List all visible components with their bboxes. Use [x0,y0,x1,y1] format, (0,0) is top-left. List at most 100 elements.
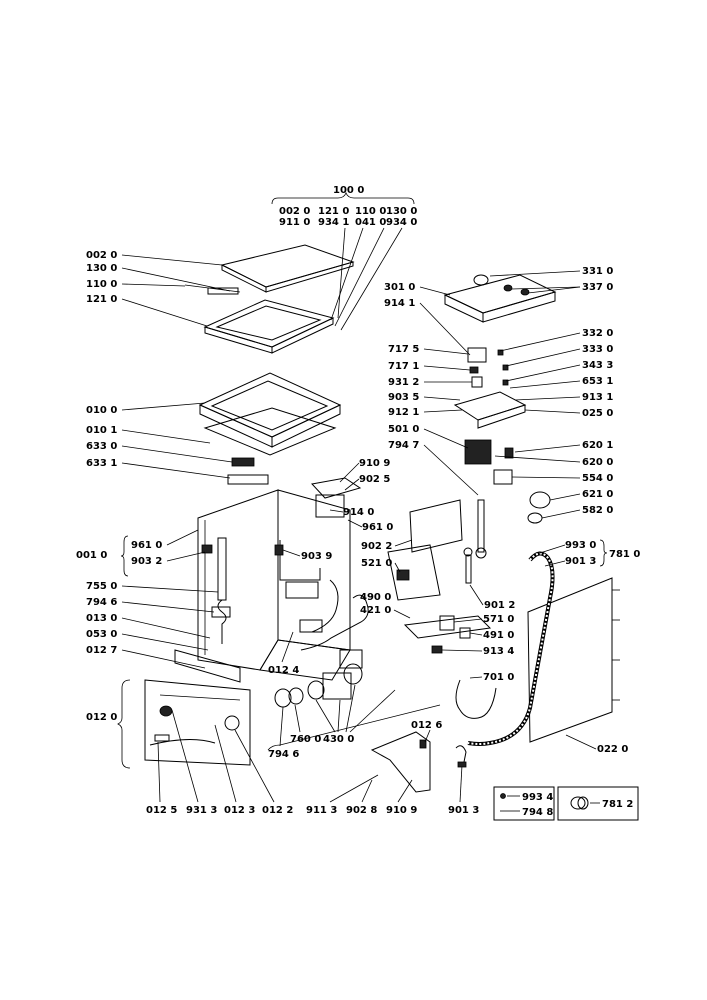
group-part-9341: 934 1 [318,217,349,228]
label-9313: 931 3 [186,805,217,816]
label-9934: 993 4 [522,792,553,803]
kick-panel [174,649,241,683]
label-0220: 022 0 [597,744,628,755]
label-0122: 012 2 [262,805,293,816]
label-5820: 582 0 [582,505,613,516]
label-0127: 012 7 [86,645,117,656]
label-3310: 331 0 [582,266,613,277]
mount-bracket-top [311,477,362,499]
drain-pump [274,649,363,708]
group-part-0410: 041 0 [355,217,386,228]
cabinet-body [197,489,279,671]
hose-clip-box [557,786,639,821]
plinth-assembly [144,679,251,766]
group-label-1000: 100 0 [333,185,364,196]
label-5540: 554 0 [582,473,613,484]
label-7812: 781 2 [602,799,633,810]
label-7947: 794 7 [388,440,419,451]
label-9930: 993 0 [565,540,596,551]
electrode-rod [463,499,487,584]
label-6201: 620 1 [582,440,613,451]
label-1300: 130 0 [86,263,117,274]
side-panel [527,577,613,743]
group-brace [271,191,415,205]
label-9109b: 910 9 [386,805,417,816]
label-9012: 901 2 [484,600,515,611]
small-parts-box [493,786,555,821]
control-components [453,347,551,524]
bottom-mount-bracket [370,731,431,793]
label-6200: 620 0 [582,457,613,468]
group-part-0020: 002 0 [279,206,310,217]
group-part-1300: 130 0 [386,206,417,217]
label-3433: 343 3 [582,360,613,371]
label-0124: 012 4 [268,665,299,676]
group-part-9110: 911 0 [279,217,310,228]
label-5010: 501 0 [388,424,419,435]
label-0120: 012 0 [86,712,117,723]
label-4910: 491 0 [483,630,514,641]
label-9121: 912 1 [388,407,419,418]
label-9035: 903 5 [388,392,419,403]
label-7175: 717 5 [388,344,419,355]
label-6330: 633 0 [86,441,117,452]
label-1100: 110 0 [86,279,117,290]
inlet-valve-cover [409,499,463,553]
label-9140: 914 0 [343,507,374,518]
label-9025: 902 5 [359,474,390,485]
label-4900: 490 0 [360,592,391,603]
label-9028: 902 8 [346,805,377,816]
heater-bracket [403,615,492,654]
label-3010: 301 0 [384,282,415,293]
label-9032: 903 2 [131,556,162,567]
label-9022: 902 2 [361,541,392,552]
label-5210: 521 0 [361,558,392,569]
label-1210: 121 0 [86,294,117,305]
label-9039: 903 9 [301,551,332,562]
group-part-1210: 121 0 [318,206,349,217]
label-0530: 053 0 [86,629,117,640]
label-0100: 010 0 [86,405,117,416]
label-7948: 794 8 [522,807,553,818]
label-7946b: 794 6 [268,749,299,760]
label-0020: 002 0 [86,250,117,261]
label-0123: 012 3 [224,805,255,816]
label-7010: 701 0 [483,672,514,683]
tub-upper [198,372,342,438]
label-7946a: 794 6 [86,597,117,608]
label-9109a: 910 9 [359,458,390,469]
label-9312: 931 2 [388,377,419,388]
label-5710: 571 0 [483,614,514,625]
label-6210: 621 0 [582,489,613,500]
label-9610a: 961 0 [131,540,162,551]
label-4210: 421 0 [360,605,391,616]
label-9131: 913 1 [582,392,613,403]
group-part-1100: 110 0 [355,206,386,217]
label-9141: 914 1 [384,298,415,309]
label-0010: 001 0 [76,550,107,561]
label-0125: 012 5 [146,805,177,816]
group-part-9340: 934 0 [386,217,417,228]
label-6531: 653 1 [582,376,613,387]
control-panel-fascia [443,274,557,314]
label-4300: 430 0 [323,734,354,745]
label-7600: 760 0 [290,734,321,745]
label-3330: 333 0 [582,344,613,355]
label-9610b: 961 0 [362,522,393,533]
label-9013a: 901 3 [448,805,479,816]
label-7810: 781 0 [609,549,640,560]
label-3370: 337 0 [582,282,613,293]
label-0101: 010 1 [86,425,117,436]
label-9113: 911 3 [306,805,337,816]
label-0250: 025 0 [582,408,613,419]
label-9013b: 901 3 [565,556,596,567]
label-7171: 717 1 [388,361,419,372]
label-7550: 755 0 [86,581,117,592]
label-3320: 332 0 [582,328,613,339]
label-6331: 633 1 [86,458,117,469]
label-0130: 013 0 [86,613,117,624]
label-9134: 913 4 [483,646,514,657]
label-0126: 012 6 [411,720,442,731]
inlet-hose [455,679,497,719]
